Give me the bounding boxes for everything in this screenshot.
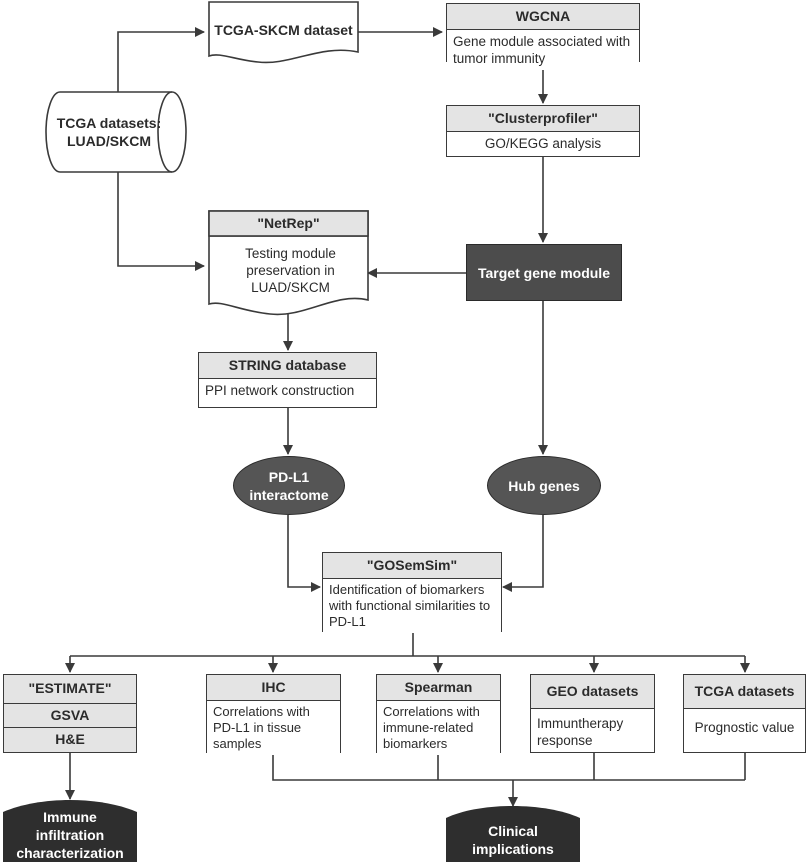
tcga-datasets-cylinder-label: TCGA datasets: LUAD/SKCM [56,115,162,149]
edge-bottom-merge [272,753,746,781]
gosemsim-title: "GOSemSim" [323,553,501,579]
spearman-title: Spearman [377,675,500,701]
estimate-gsva-he-stack: "ESTIMATE" GSVA H&E [3,674,137,753]
geo-datasets-title: GEO datasets [531,675,654,709]
edge-cyl-to-netrep [117,172,205,271]
wgcna-body: Gene module associated with tumor immuni… [447,30,639,70]
clinical-implications-shape [446,806,580,862]
string-database-body: PPI network construction [199,379,376,407]
string-database-box: STRING database PPI network construction [198,352,377,408]
edge-pdl1-to-gosemsim [287,515,321,592]
clinical-implications-label: Clinical implications [472,823,554,857]
geo-datasets-box: GEO datasets Immuntherapy response [530,674,655,753]
immune-infiltration-label: Immune infiltration characterization [16,809,124,861]
gosemsim-box: "GOSemSim" Identification of biomarkers … [322,552,502,633]
geo-datasets-body: Immuntherapy response [531,709,654,752]
gsva-cell: GSVA [4,704,136,728]
he-cell: H&E [55,731,85,747]
ihc-box: IHC Correlations with PD-L1 in tissue sa… [206,674,341,755]
tcga-datasets-body: Prognostic value [684,709,805,752]
wgcna-box: WGCNA Gene module associated with tumor … [446,3,640,70]
tcga-skcm-label: TCGA-SKCM dataset [214,22,353,38]
edge-gosemsim-fanout [70,632,745,657]
ihc-body: Correlations with PD-L1 in tissue sample… [207,701,340,755]
netrep-body: Testing module preservation in LUAD/SKCM [245,246,336,295]
tcga-datasets-title: TCGA datasets [684,675,805,709]
tcga-datasets-box: TCGA datasets Prognostic value [683,674,806,753]
gosemsim-body: Identification of biomarkers with functi… [323,579,501,633]
spearman-box: Spearman Correlations with immune-relate… [376,674,501,755]
ihc-title: IHC [207,675,340,701]
string-database-title: STRING database [199,353,376,379]
pdl1-interactome-ellipse: PD-L1 interactome [233,456,345,515]
tcga-skcm-document-shape [208,1,359,64]
clusterprofiler-title: "Clusterprofiler" [447,106,639,132]
immune-infiltration-shape [3,800,137,862]
clusterprofiler-body: GO/KEGG analysis [447,132,639,156]
spearman-body: Correlations with immune-related biomark… [377,701,500,755]
clusterprofiler-box: "Clusterprofiler" GO/KEGG analysis [446,105,640,157]
tcga-datasets-cylinder-shape [45,91,187,173]
netrep-title: "NetRep" [257,215,320,231]
edge-hub-to-gosemsim [502,515,544,592]
estimate-cell: "ESTIMATE" [4,675,136,704]
target-gene-module-box: Target gene module [466,244,622,301]
netrep-document-shape [208,210,369,316]
hub-genes-ellipse: Hub genes [487,456,601,515]
wgcna-title: WGCNA [447,4,639,30]
edge-cyl-to-skcm [117,27,205,92]
